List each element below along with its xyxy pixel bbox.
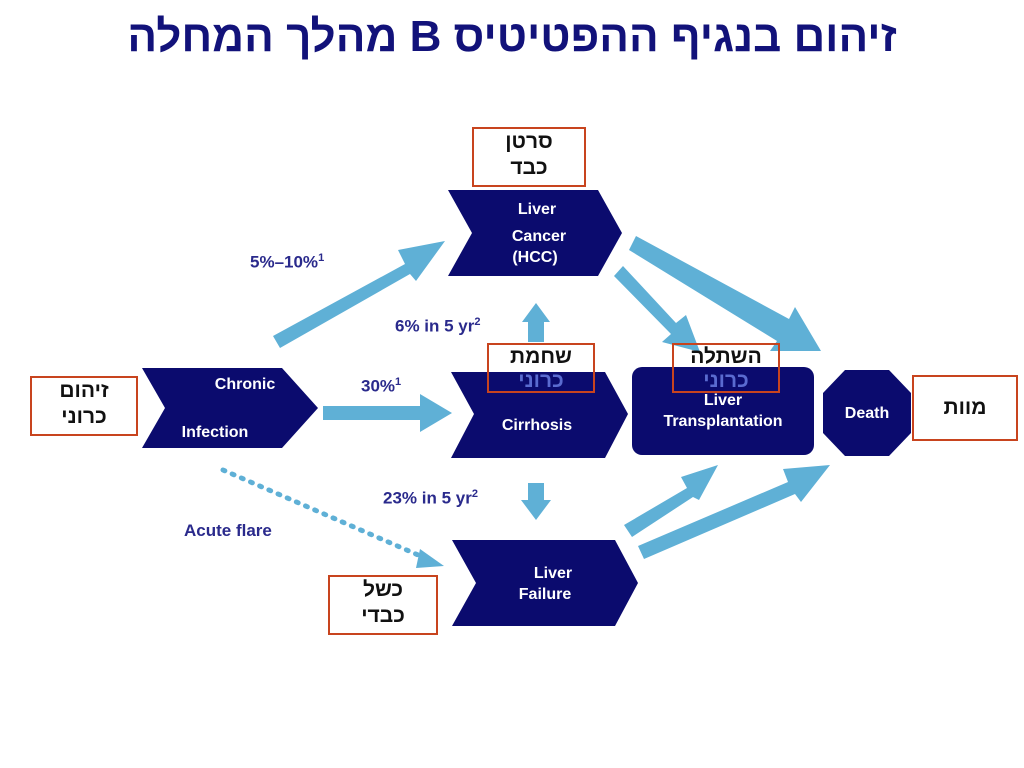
node-hcc-line1: Liver (517, 201, 557, 218)
node-failure-line1: Liver (533, 565, 573, 582)
node-cirrhosis (451, 372, 628, 458)
hebrew-label-cirrhosis: שחמת כרוני (487, 343, 595, 393)
node-death-label: Death (844, 405, 890, 422)
node-death (823, 370, 911, 456)
arrow-cirrhosis-to-hcc (522, 303, 550, 342)
stat-acute-flare: Acute flare (184, 521, 272, 540)
node-transplant-line2: Transplantation (663, 413, 783, 430)
hebrew-label-death: מוות (912, 375, 1018, 441)
node-chronic-line1: Chronic (214, 376, 276, 393)
stat-to-hcc: 5%–10%1 (250, 252, 325, 272)
arrow-chronic-to-hcc (273, 241, 445, 348)
acute-flare-dotted-arrow (220, 467, 428, 561)
acute-flare-arrowhead (416, 549, 444, 568)
node-chronic-infection (142, 368, 318, 448)
node-liver-cancer (448, 190, 622, 276)
arrow-cirrhosis-to-failure (521, 483, 551, 520)
hebrew-label-chronic: זיהום כרוני (30, 376, 138, 436)
page-title: זיהום בנגיף ההפטיטיס B מהלך המחלה (127, 12, 897, 61)
node-transplant-line1: Liver (703, 392, 743, 409)
stat-to-cirrhosis: 30%1 (361, 376, 402, 396)
node-failure-line2: Failure (518, 586, 572, 603)
arrow-hcc-to-death (629, 236, 821, 351)
node-chronic-line2: Infection (181, 424, 249, 441)
arrow-hcc-to-transplant (614, 266, 700, 352)
stat-cirrhosis-to-hcc: 6% in 5 yr2 (395, 316, 481, 336)
node-hcc-line2: Cancer (511, 228, 567, 245)
arrow-failure-to-transplant (624, 465, 718, 537)
hebrew-label-transplant: השתלה כרוני (672, 343, 780, 393)
node-cirrhosis-label: Cirrhosis (501, 417, 573, 434)
hebrew-label-failure: כשל כבדי (328, 575, 438, 635)
hebrew-label-hcc: סרטן כבד (472, 127, 586, 187)
node-liver-transplantation (632, 367, 814, 455)
node-hcc-line3: (HCC) (512, 249, 558, 266)
node-liver-failure (452, 540, 638, 626)
arrow-failure-to-death (638, 465, 830, 559)
stat-cirrhosis-to-failure: 23% in 5 yr2 (383, 488, 478, 508)
arrow-chronic-to-cirrhosis (323, 394, 452, 432)
